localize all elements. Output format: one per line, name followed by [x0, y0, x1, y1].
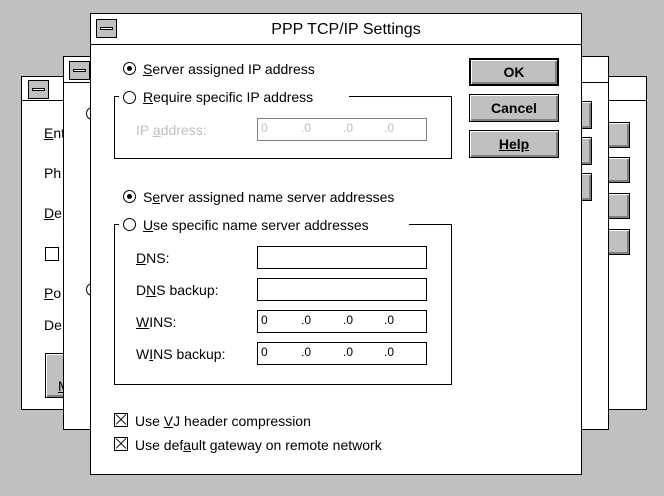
ip-address-field[interactable]: 0 .0 .0 .0 — [257, 118, 427, 141]
wins-field[interactable]: 0 .0 .0 .0 — [257, 310, 427, 333]
server-assigned-ip-radio[interactable] — [123, 62, 136, 75]
wins-octet-4: .0 — [384, 313, 395, 327]
server-assigned-ns-radio[interactable] — [123, 190, 136, 203]
back-label-3: De — [44, 205, 62, 221]
ip-octet-1: 0 — [261, 121, 268, 135]
ip-group-caption — [119, 88, 349, 106]
back-checkbox[interactable] — [45, 247, 59, 261]
ok-button[interactable]: OK — [469, 58, 559, 86]
wins-backup-label: WINS backup: — [136, 346, 226, 362]
require-specific-ip-radio[interactable] — [123, 91, 136, 104]
wins-backup-octet-2: .0 — [301, 345, 312, 359]
system-menu-icon[interactable] — [69, 61, 90, 80]
wins-backup-octet-4: .0 — [384, 345, 395, 359]
wins-label: WINS: — [136, 314, 177, 330]
dialog-title: PPP TCP/IP Settings — [271, 21, 421, 38]
ip-address-label: IP address: — [136, 122, 207, 138]
system-menu-icon[interactable] — [96, 19, 117, 38]
system-menu-icon[interactable] — [28, 80, 49, 99]
require-specific-ip-label[interactable]: Require specific IP address — [143, 89, 314, 105]
cancel-button[interactable]: Cancel — [469, 94, 559, 122]
ip-octet-2: .0 — [301, 121, 312, 135]
ns-group-caption — [119, 216, 409, 234]
back-label-5: De — [44, 317, 62, 333]
vj-compression-checkbox[interactable] — [114, 413, 128, 427]
back-label-4: Po — [44, 285, 62, 301]
server-assigned-ns-label[interactable]: Server assigned name server addresses — [143, 189, 395, 205]
back-label-2: Ph — [44, 165, 62, 181]
dns-field[interactable] — [257, 246, 427, 269]
cancel-button-label: Cancel — [491, 100, 537, 116]
wins-octet-3: .0 — [343, 313, 354, 327]
ppp-tcpip-settings-dialog: PPP TCP/IP Settings OK Cancel Help Serve… — [90, 13, 582, 475]
help-button-label: Help — [498, 136, 530, 152]
back-label-1: Ent — [44, 125, 66, 141]
server-assigned-ip-label[interactable]: Server assigned IP address — [143, 61, 315, 77]
use-specific-ns-label[interactable]: Use specific name server addresses — [143, 217, 369, 233]
wins-octet-1: 0 — [261, 313, 268, 327]
dialog-titlebar: PPP TCP/IP Settings — [91, 14, 581, 45]
ip-octet-4: .0 — [384, 121, 395, 135]
wins-backup-octet-3: .0 — [343, 345, 354, 359]
dns-backup-field[interactable] — [257, 278, 427, 301]
ok-button-label: OK — [503, 64, 525, 80]
dns-backup-label: DNS backup: — [136, 282, 219, 298]
wins-octet-2: .0 — [301, 313, 312, 327]
use-specific-ns-radio[interactable] — [123, 218, 136, 231]
dns-label: DNS: — [136, 250, 170, 266]
default-gateway-checkbox[interactable] — [114, 437, 128, 451]
vj-compression-label[interactable]: Use VJ header compression — [135, 413, 311, 429]
ip-octet-3: .0 — [343, 121, 354, 135]
wins-backup-field[interactable]: 0 .0 .0 .0 — [257, 342, 427, 365]
help-button[interactable]: Help — [469, 130, 559, 158]
default-gateway-label[interactable]: Use default gateway on remote network — [135, 437, 382, 453]
wins-backup-octet-1: 0 — [261, 345, 268, 359]
